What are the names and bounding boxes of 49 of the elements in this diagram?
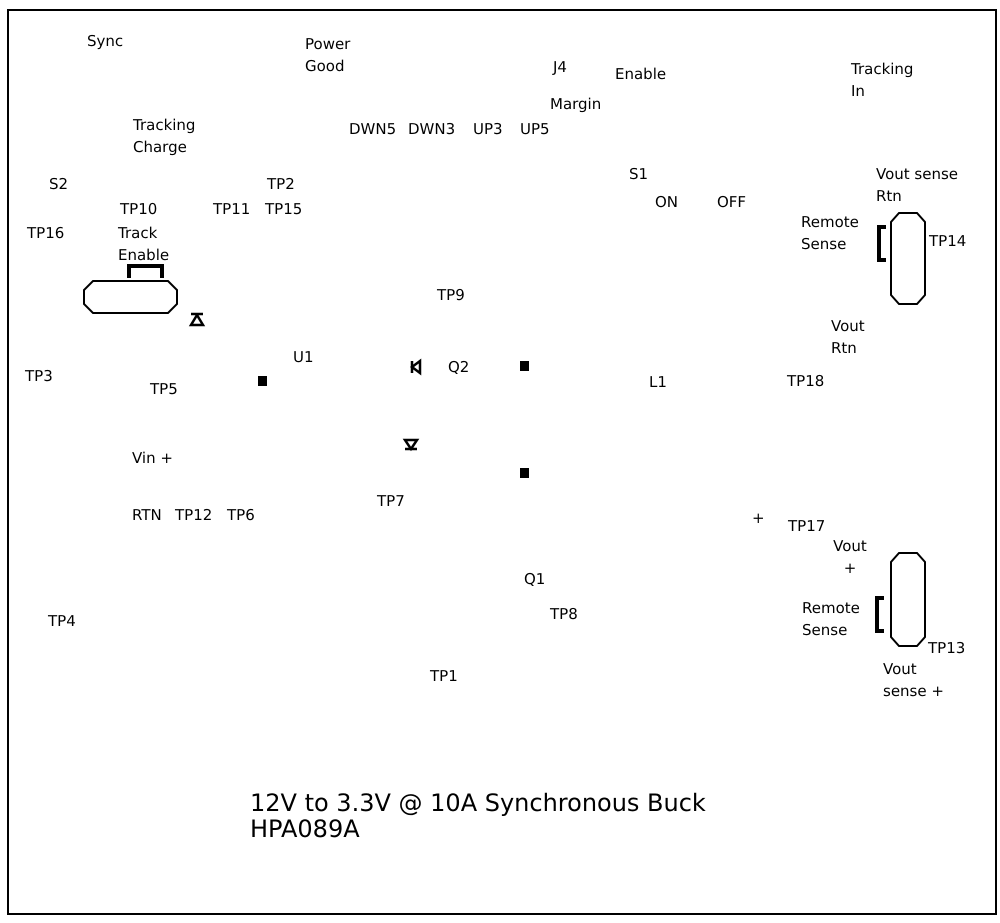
silkscreen-label: Vout sense Rtn bbox=[876, 164, 960, 207]
silkscreen-label: TP16 bbox=[27, 223, 64, 244]
silkscreen-label: Vin + bbox=[132, 448, 173, 469]
board-description: HPA089A bbox=[250, 816, 360, 842]
silkscreen-label: Margin bbox=[550, 94, 602, 115]
silkscreen-label: Tracking Charge bbox=[133, 115, 196, 158]
silkscreen-label: L1 bbox=[649, 372, 667, 393]
silkscreen-label: OFF bbox=[717, 192, 746, 213]
silkscreen-label: ON bbox=[655, 192, 678, 213]
silkscreen-label: TP4 bbox=[48, 611, 76, 632]
silkscreen-label: TP3 bbox=[25, 366, 53, 387]
silkscreen-label: UP5 bbox=[520, 119, 550, 140]
silkscreen-label: Track Enable bbox=[118, 223, 170, 266]
silkscreen-label: TP13 bbox=[928, 638, 966, 659]
silkscreen-label: UP3 bbox=[473, 119, 503, 140]
silkscreen-label: Q1 bbox=[524, 569, 546, 590]
silkscreen-label: TP11 bbox=[213, 199, 250, 220]
silkscreen-label: TP7 bbox=[377, 491, 405, 512]
silkscreen-label: TP17 bbox=[788, 516, 826, 537]
silkscreen-label: DWN5 bbox=[349, 119, 396, 140]
silkscreen-label: DWN3 bbox=[408, 119, 456, 140]
silkscreen-label: TP5 bbox=[150, 379, 178, 400]
silkscreen-label: Sync bbox=[87, 31, 124, 52]
silkscreen-label: TP18 bbox=[787, 371, 824, 392]
silkscreen-label: Enable bbox=[615, 64, 666, 85]
silkscreen-label: TP10 bbox=[120, 199, 158, 220]
silkscreen-label: Vout + bbox=[832, 536, 868, 579]
silkscreen-label: TP12 bbox=[175, 505, 212, 526]
silkscreen-label: Remote Sense bbox=[801, 212, 860, 255]
silkscreen-label: TP6 bbox=[227, 505, 255, 526]
silkscreen-label: TP15 bbox=[265, 199, 302, 220]
silkscreen-label: TP8 bbox=[550, 604, 578, 625]
silkscreen-label: Vout sense + bbox=[883, 659, 945, 702]
silkscreen-label: U1 bbox=[293, 347, 314, 368]
silkscreen-label: TP14 bbox=[929, 231, 966, 252]
silkscreen-label: RTN bbox=[132, 505, 162, 526]
silkscreen-label: Tracking In bbox=[851, 59, 914, 102]
silkscreen-label: Q2 bbox=[448, 357, 470, 378]
silkscreen-label: TP9 bbox=[437, 285, 465, 306]
silkscreen-label: Remote Sense bbox=[802, 598, 861, 641]
silkscreen-label: S1 bbox=[629, 164, 648, 185]
silkscreen-label: + bbox=[752, 508, 765, 529]
silkscreen-label: Vout Rtn bbox=[831, 316, 866, 359]
board-description: 12V to 3.3V @ 10A Synchronous Buck bbox=[250, 790, 706, 816]
silkscreen-label: TP1 bbox=[430, 666, 458, 687]
silkscreen-label: TP2 bbox=[267, 174, 295, 195]
silkscreen-label: S2 bbox=[49, 174, 68, 195]
silkscreen-label: Power Good bbox=[305, 34, 352, 77]
silkscreen-label: J4 bbox=[553, 57, 567, 78]
